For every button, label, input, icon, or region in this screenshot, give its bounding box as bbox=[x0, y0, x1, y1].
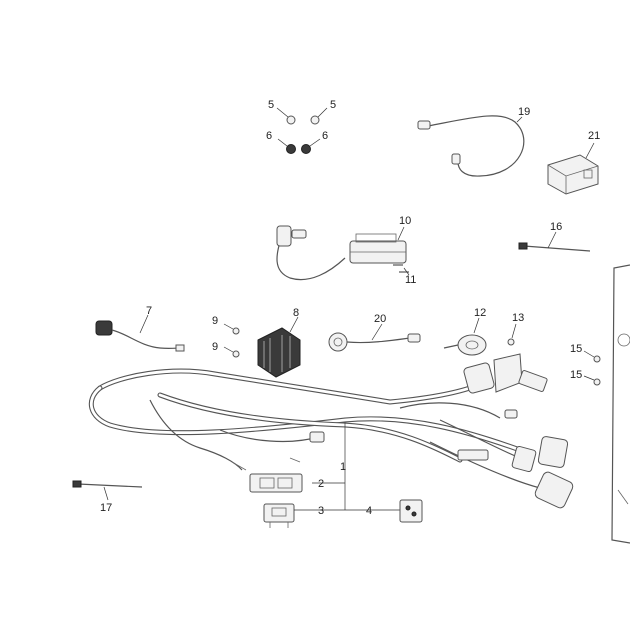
part-6-right-grommet bbox=[301, 138, 321, 154]
part-10-ignition-coil bbox=[276, 225, 407, 281]
part-15-lower-screw bbox=[583, 375, 601, 386]
part-6-left-grommet bbox=[277, 138, 296, 154]
part-1-wiring-harness bbox=[88, 353, 574, 509]
part-21-cdi-unit bbox=[547, 142, 599, 195]
part-9-upper-bolt bbox=[223, 323, 240, 335]
callout-15-lower: 15 bbox=[570, 369, 582, 381]
callout-6-left: 6 bbox=[266, 130, 272, 142]
callout-15-upper: 15 bbox=[570, 343, 582, 355]
callout-3: 3 bbox=[318, 505, 324, 517]
callout-10: 10 bbox=[399, 215, 411, 227]
callout-7: 7 bbox=[146, 305, 152, 317]
part-2-fuse-box bbox=[249, 473, 303, 493]
edge-bracket bbox=[611, 264, 630, 544]
callout-17: 17 bbox=[100, 502, 112, 514]
part-13-horn-bolt bbox=[507, 323, 517, 346]
part-5-left-screw bbox=[276, 107, 296, 125]
callout-8: 8 bbox=[293, 307, 299, 319]
callout-20: 20 bbox=[374, 313, 386, 325]
part-19-ground-cable bbox=[417, 115, 525, 177]
callout-19: 19 bbox=[518, 106, 530, 118]
callout-5-left: 5 bbox=[268, 99, 274, 111]
part-16-cable-tie bbox=[518, 231, 591, 252]
part-7-side-stand-switch bbox=[95, 314, 185, 352]
callout-1-leader bbox=[312, 423, 400, 511]
part-12-horn bbox=[443, 317, 487, 356]
part-17-cable-tie bbox=[72, 480, 143, 501]
callout-1: 1 bbox=[340, 461, 346, 473]
callout-13: 13 bbox=[512, 312, 524, 324]
callout-5-right: 5 bbox=[330, 99, 336, 111]
callout-12: 12 bbox=[474, 307, 486, 319]
part-20-brake-light-switch bbox=[328, 323, 421, 352]
part-9-lower-bolt bbox=[223, 346, 240, 358]
callout-9-upper: 9 bbox=[212, 315, 218, 327]
callout-4: 4 bbox=[366, 505, 372, 517]
part-3-relay bbox=[263, 503, 312, 528]
part-5-right-screw bbox=[310, 107, 328, 125]
callout-2: 2 bbox=[318, 478, 324, 490]
callout-6-right: 6 bbox=[322, 130, 328, 142]
part-11-coil-bolts bbox=[393, 264, 410, 276]
callout-21: 21 bbox=[588, 130, 600, 142]
callout-9-lower: 9 bbox=[212, 341, 218, 353]
part-15-upper-screw bbox=[583, 350, 601, 363]
callout-16: 16 bbox=[550, 221, 562, 233]
part-8-regulator-rectifier bbox=[257, 316, 301, 378]
callout-11: 11 bbox=[405, 274, 416, 286]
part-4-flasher-relay bbox=[399, 499, 423, 523]
